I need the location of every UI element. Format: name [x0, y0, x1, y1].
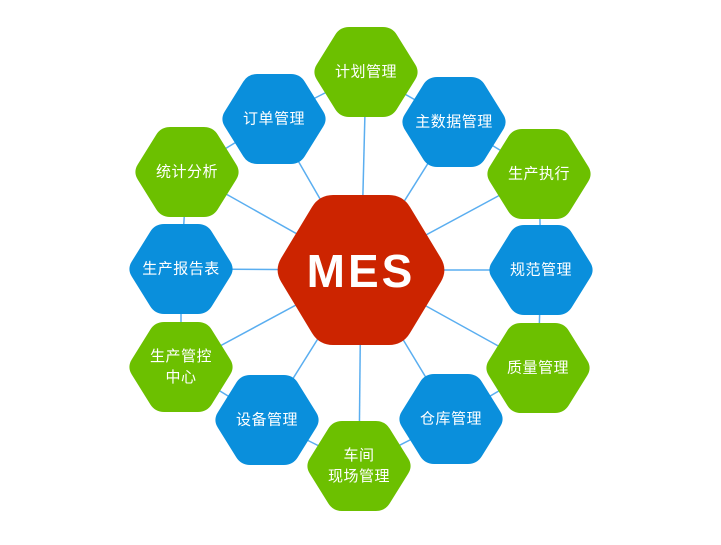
hexagon-nodes	[129, 27, 593, 511]
hexagon-workshop-site-management	[307, 421, 411, 511]
hexagon-center-mes	[277, 195, 445, 345]
hexagon-production-control-center	[129, 322, 233, 412]
hexagon-quality-management	[486, 323, 590, 413]
hexagon-equipment-management	[215, 375, 319, 465]
hexagon-production-execution	[487, 129, 591, 219]
hexagon-production-report	[129, 224, 233, 314]
hexagon-statistical-analysis	[135, 127, 239, 217]
hexagon-order-management	[222, 74, 326, 164]
hexagon-standard-management	[489, 225, 593, 315]
hexagon-warehouse-management	[399, 374, 503, 464]
hexagon-master-data-management	[402, 77, 506, 167]
hexagon-plan-management	[314, 27, 418, 117]
